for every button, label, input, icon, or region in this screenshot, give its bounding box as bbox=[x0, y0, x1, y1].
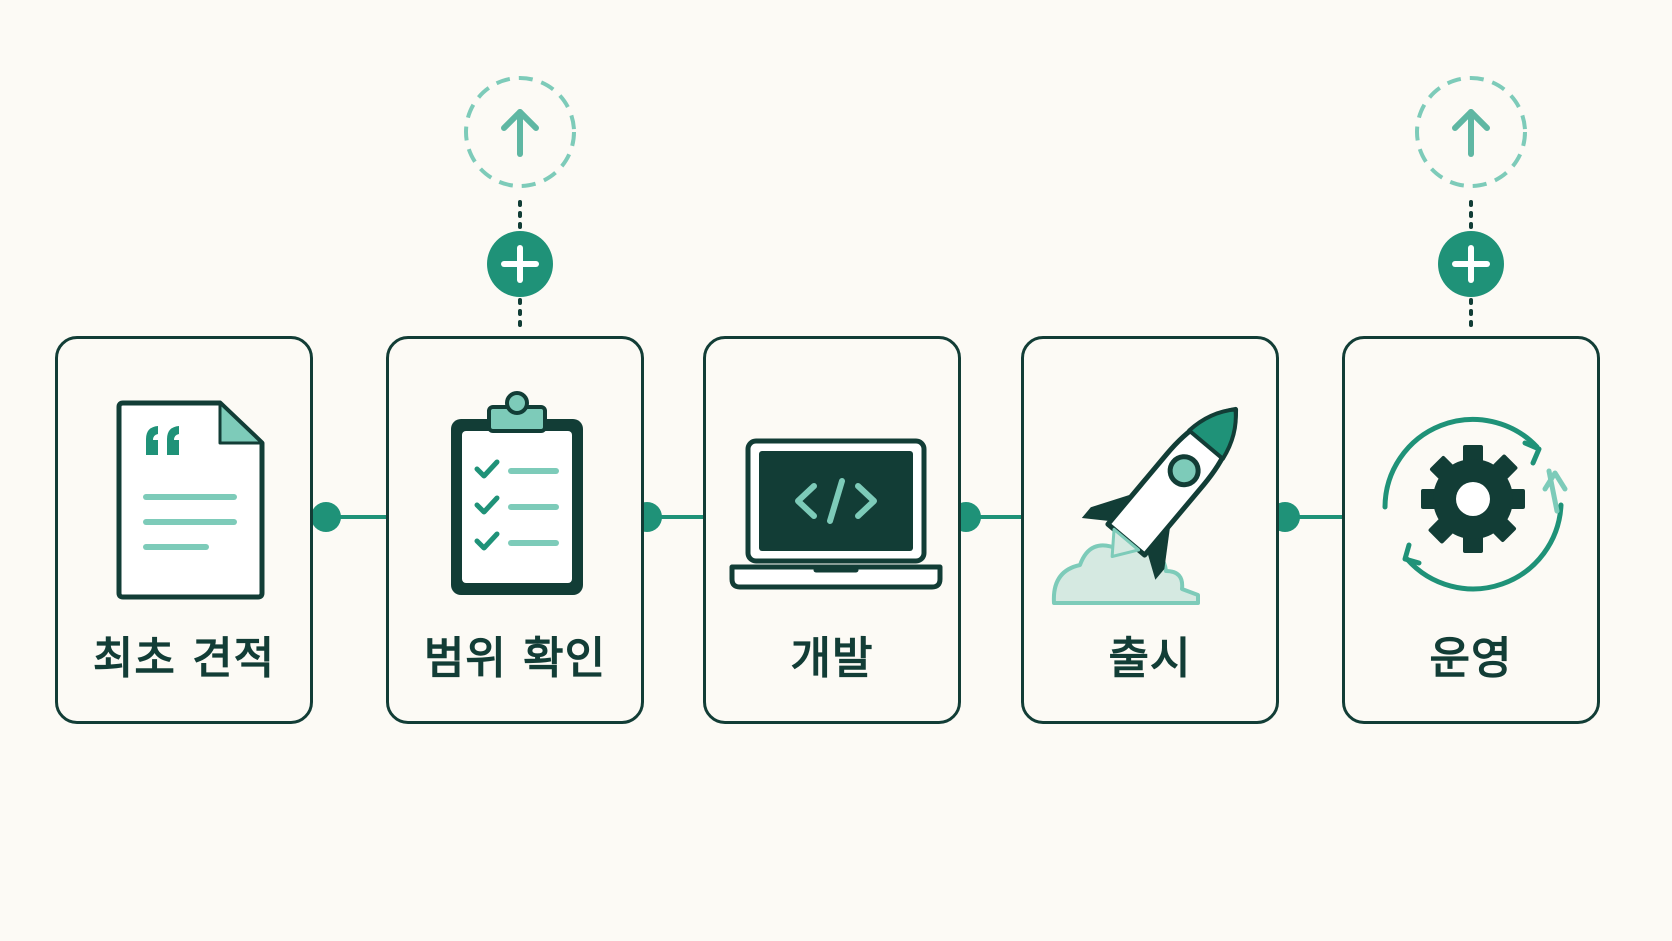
step-card-operation[interactable]: 운영 bbox=[1342, 336, 1600, 724]
step-label: 운영 bbox=[1429, 633, 1513, 684]
upgrade-arrow-icon bbox=[501, 109, 539, 157]
addon-group-operation bbox=[1415, 76, 1527, 332]
step-card-quote[interactable]: 최초 견적 bbox=[55, 336, 313, 724]
step-label: 개발 bbox=[790, 633, 874, 684]
step-label: 최초 견적 bbox=[92, 633, 276, 684]
checklist-clipboard-icon bbox=[451, 391, 583, 595]
upgrade-circle-dashed bbox=[464, 76, 576, 188]
plus-icon bbox=[1452, 245, 1490, 283]
addon-group-scope bbox=[464, 76, 576, 332]
upgrade-arrow-icon bbox=[1452, 109, 1490, 157]
upgrade-circle-dashed bbox=[1415, 76, 1527, 188]
step-card-launch[interactable]: 출시 bbox=[1021, 336, 1279, 724]
step-card-development[interactable]: 개발 bbox=[703, 336, 961, 724]
step-label: 출시 bbox=[1108, 633, 1192, 684]
gear-cycle-icon bbox=[1382, 416, 1568, 592]
step-card-scope[interactable]: 범위 확인 bbox=[386, 336, 644, 724]
connector-dot-1 bbox=[311, 502, 341, 532]
quote-document-icon bbox=[116, 400, 265, 600]
rocket-launch-icon bbox=[1051, 406, 1239, 605]
laptop-code-icon bbox=[729, 438, 943, 590]
plus-icon bbox=[501, 245, 539, 283]
step-label: 범위 확인 bbox=[423, 633, 607, 684]
